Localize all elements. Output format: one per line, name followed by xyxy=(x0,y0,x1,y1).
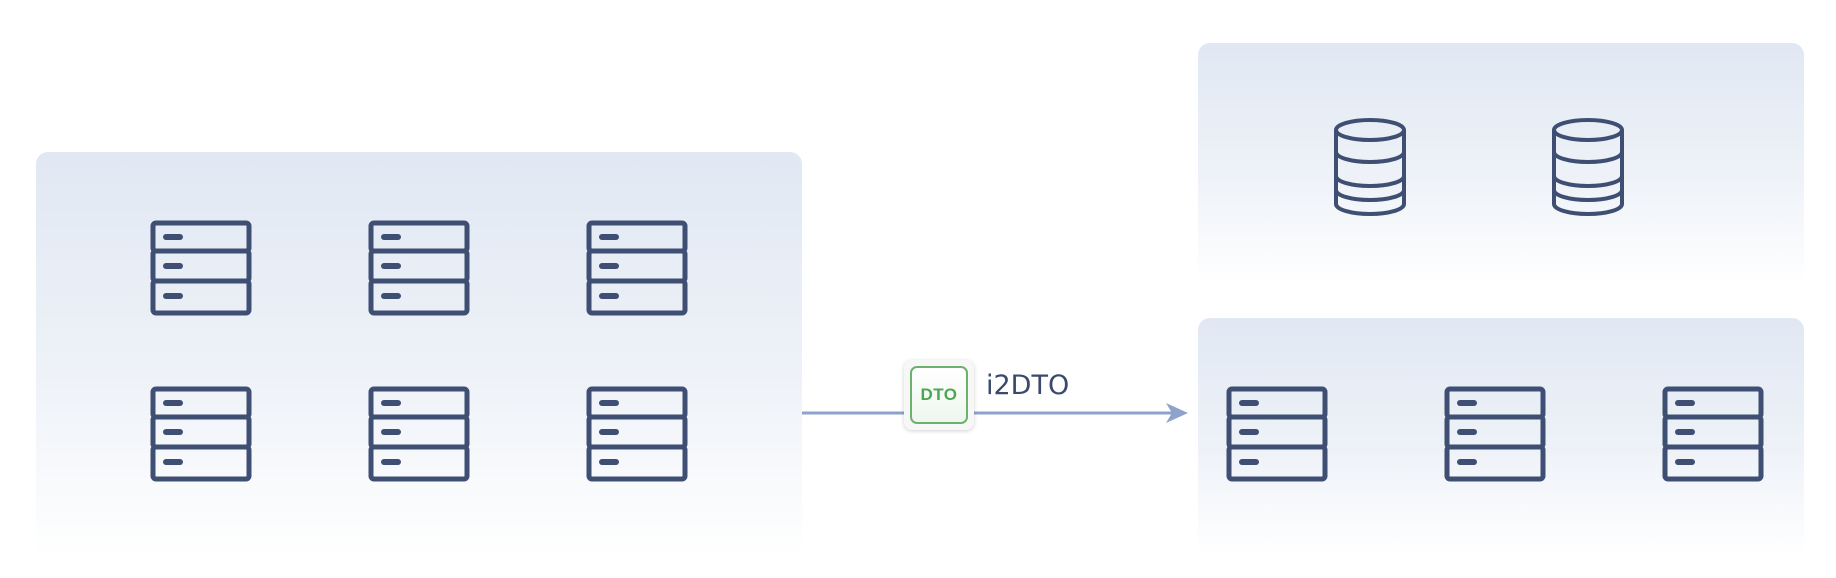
edge-label: i2DTO xyxy=(986,370,1070,401)
dto-badge: DTO xyxy=(904,360,974,430)
source-server-cluster xyxy=(36,152,802,557)
dto-badge-text: DTO xyxy=(910,366,968,424)
database-cluster xyxy=(1198,43,1804,285)
target-server-cluster xyxy=(1198,318,1804,557)
arrowhead-icon xyxy=(1166,403,1188,423)
